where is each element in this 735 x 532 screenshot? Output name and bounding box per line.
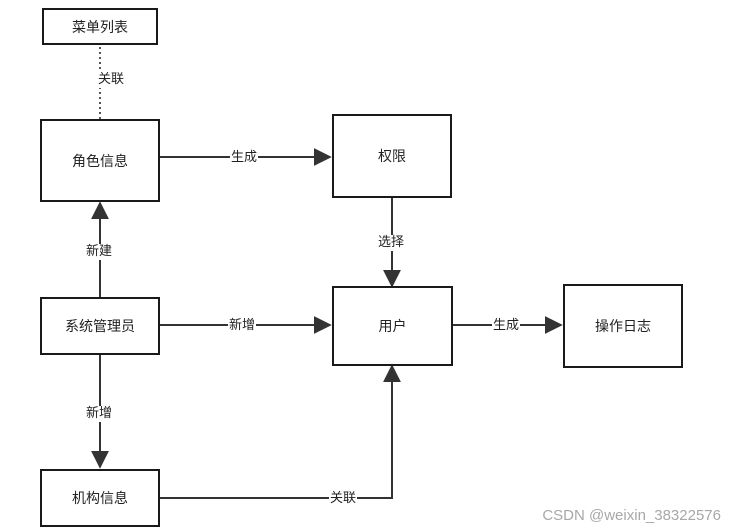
node-permission: 权限 <box>332 114 452 198</box>
edge-label-permission-user: 选择 <box>377 235 406 251</box>
edge-org-user <box>160 364 401 499</box>
edge-label-org-user: 关联 <box>329 491 358 507</box>
edge-label-admin-role: 新建 <box>85 244 114 260</box>
edge-label-role-permission: 生成 <box>230 150 259 166</box>
node-user-label: 用户 <box>378 319 407 335</box>
node-role-info: 角色信息 <box>40 119 160 202</box>
edge-label-user-log: 生成 <box>492 318 521 334</box>
node-role-info-label: 角色信息 <box>72 153 128 170</box>
node-operation-log: 操作日志 <box>563 284 683 368</box>
node-permission-label: 权限 <box>378 149 406 165</box>
node-menu-list: 菜单列表 <box>42 8 158 45</box>
watermark-text: CSDN @weixin_38322576 <box>542 507 721 524</box>
edge-label-admin-org: 新增 <box>85 406 114 422</box>
edge-label-role-menu: 关联 <box>97 72 126 88</box>
node-sys-admin: 系统管理员 <box>40 297 160 355</box>
node-user: 用户 <box>332 286 453 366</box>
edge-label-admin-user: 新增 <box>228 318 257 334</box>
node-sys-admin-label: 系统管理员 <box>65 319 135 335</box>
node-menu-list-label: 菜单列表 <box>72 19 128 36</box>
node-org-info: 机构信息 <box>40 469 160 527</box>
node-operation-log-label: 操作日志 <box>595 319 651 335</box>
node-org-info-label: 机构信息 <box>72 491 128 507</box>
